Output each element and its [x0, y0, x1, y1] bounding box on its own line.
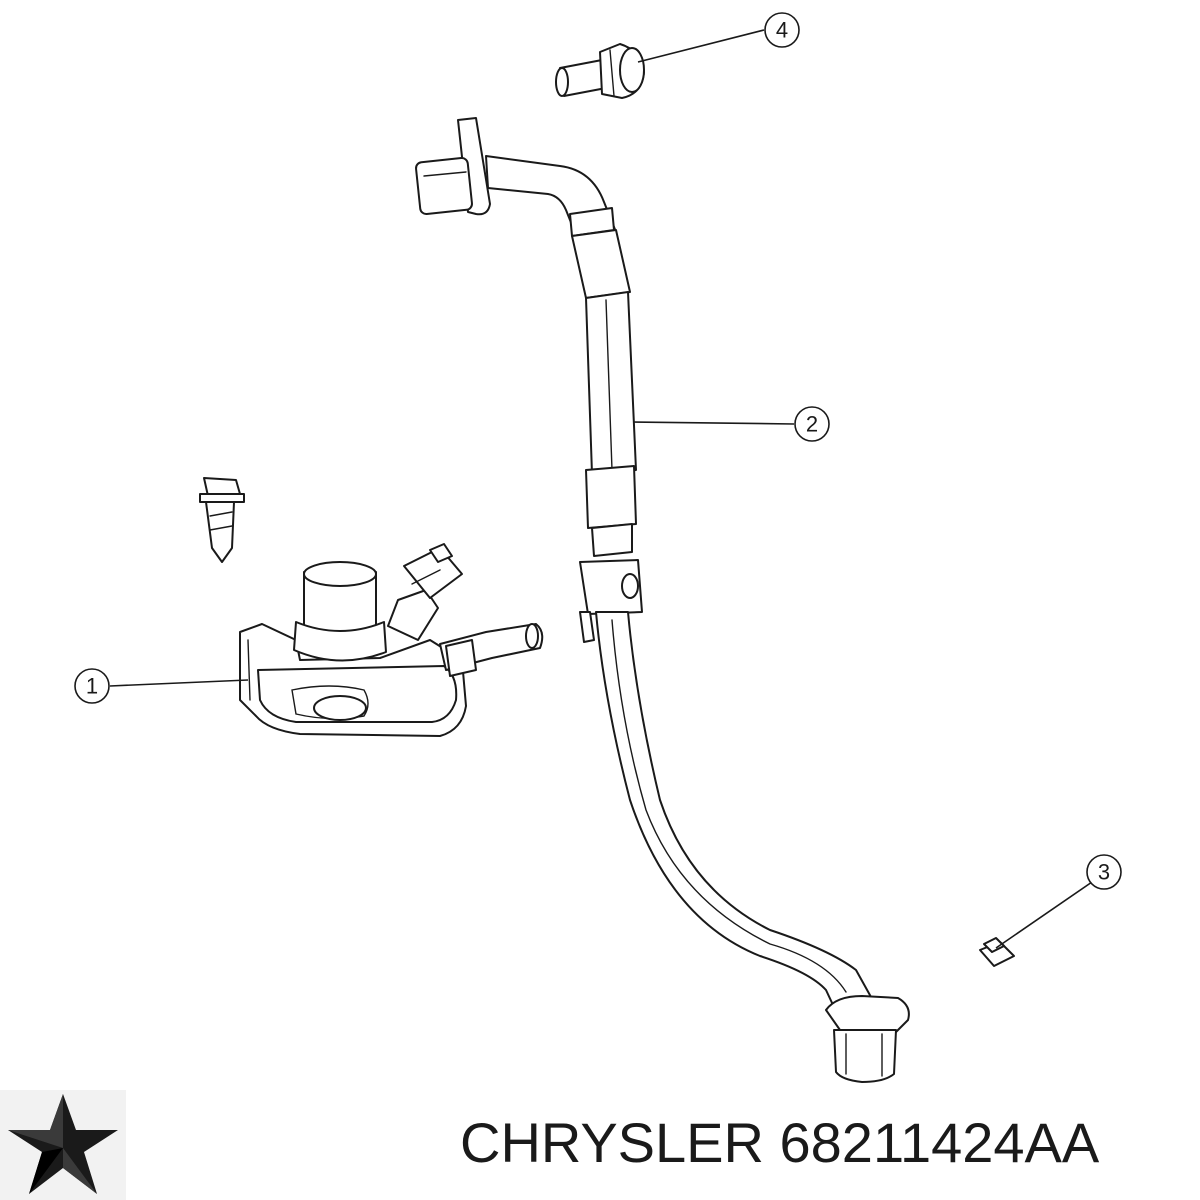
part-2-coolant-tube: [415, 117, 910, 1083]
callout-3: 3: [995, 854, 1122, 949]
part-1-thermostat-housing: [199, 477, 544, 737]
brand-name: CHRYSLER: [460, 1111, 764, 1174]
part-3-bolt: [979, 937, 1015, 967]
callout-1-label: 1: [86, 674, 98, 699]
callout-4: 4: [637, 12, 800, 63]
callout-2: 2: [633, 406, 830, 442]
chrysler-pentastar-icon: [0, 1090, 126, 1200]
part-4-bolt: [555, 43, 645, 99]
callout-4-label: 4: [776, 18, 788, 43]
part-number: 68211424AA: [779, 1111, 1100, 1174]
part-caption: CHRYSLER 68211424AA: [460, 1108, 1190, 1178]
callout-3-label: 3: [1098, 860, 1110, 885]
callout-2-label: 2: [806, 412, 818, 437]
callout-1: 1: [74, 668, 249, 704]
